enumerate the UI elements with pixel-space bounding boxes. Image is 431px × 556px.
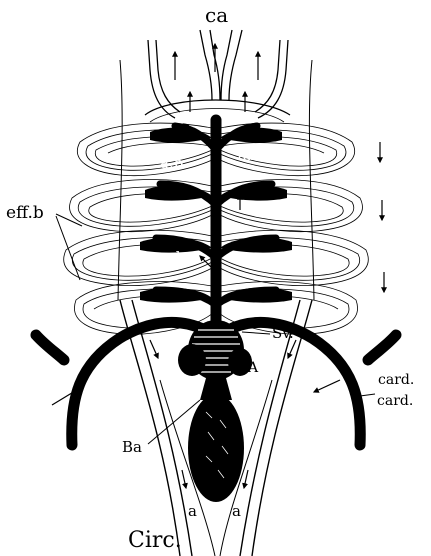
label-effb: eff.b xyxy=(6,203,44,223)
label-card-upper: card. xyxy=(378,372,414,388)
label-ab-lower: a.b xyxy=(162,248,185,266)
label-ab-upper-right: ab xyxy=(238,146,257,164)
label-ba: Ba xyxy=(122,438,142,456)
caption: Circ. xyxy=(128,528,182,553)
label-ca: ca xyxy=(205,3,228,27)
label-card-lower: card. xyxy=(377,393,413,409)
label-a-left: a xyxy=(188,502,197,520)
label-atrium: A xyxy=(247,360,259,376)
label-ab-upper-left: a.b xyxy=(160,154,183,172)
label-a-right: a xyxy=(232,502,241,520)
label-sv: Sv. xyxy=(272,324,294,342)
label-ab-mid: ab xyxy=(168,198,187,216)
heart xyxy=(178,320,252,502)
